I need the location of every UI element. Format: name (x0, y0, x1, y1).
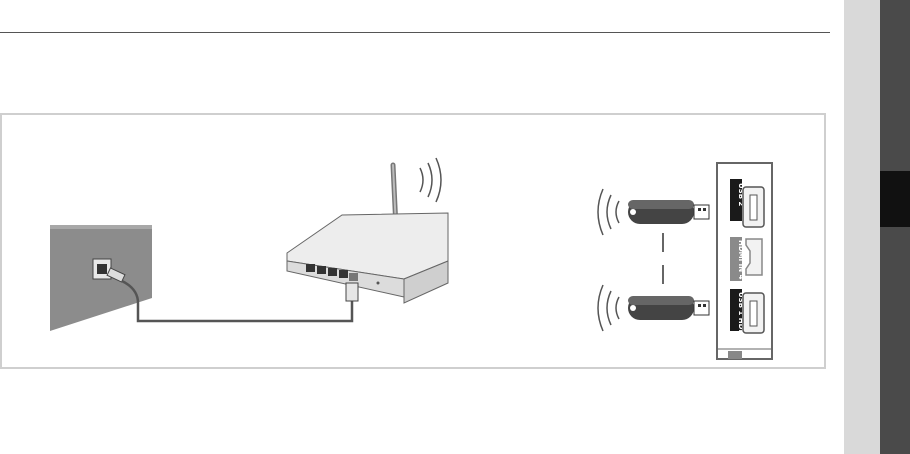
usb-dongle-icon (628, 296, 709, 320)
header-divider (0, 32, 830, 33)
wall-outlet-icon (50, 225, 152, 331)
hdmi-port-label: HDMI IN 4 (737, 240, 745, 280)
wifi-signal-icon (420, 158, 441, 202)
tv-side-panel: USB 2 HDMI IN 4 USB 1 HDD (717, 163, 772, 359)
wifi-signal-icon (598, 189, 619, 235)
side-tab-strip (844, 0, 880, 454)
connection-diagram: USB 2 HDMI IN 4 USB 1 HDD (0, 113, 826, 369)
router-icon (287, 165, 448, 303)
side-tab-marker (880, 171, 910, 227)
usb-port-icon (743, 293, 764, 333)
usb-port-icon (743, 187, 764, 227)
wifi-signal-icon (598, 285, 619, 331)
ethernet-cable (122, 281, 352, 321)
usb-dongle-icon (628, 200, 709, 224)
side-tab-strip-dark (880, 0, 910, 454)
